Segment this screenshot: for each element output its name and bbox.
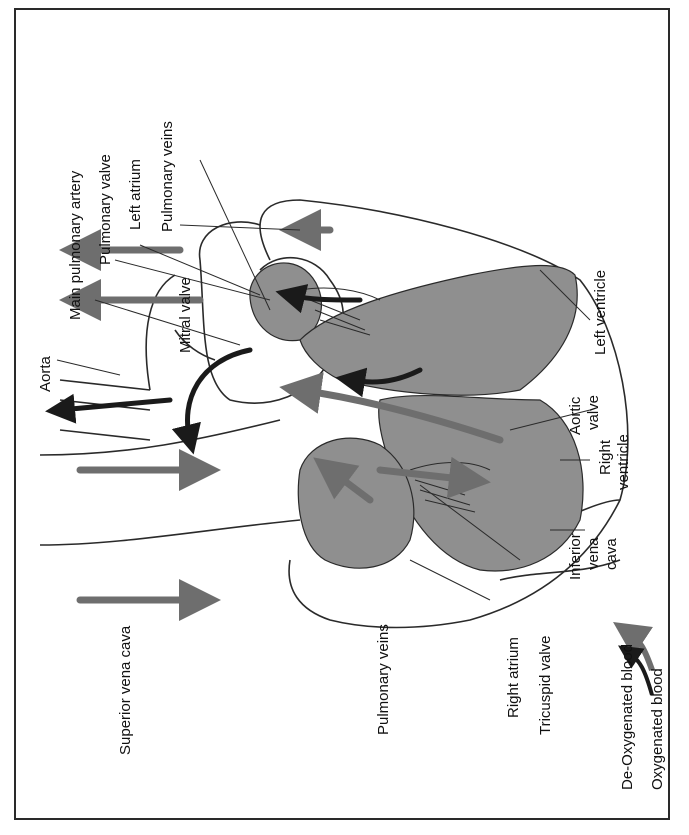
leader-line [180,225,300,230]
leader-line [95,300,240,345]
label-inferior-vena-cava-line3: cava [603,538,620,570]
aorta-branch [60,430,150,440]
label-right-ventricle-line1: Right [597,439,614,475]
aorta-branch [60,380,150,390]
label-right-atrium: Right atrium [505,637,522,718]
label-pulmonary-veins-bottom: Pulmonary veins [375,624,392,735]
label-inferior-vena-cava-line2: vena [585,537,602,570]
superior-vena-cava-wall [40,520,300,545]
label-left-ventricle: Left ventricle [592,270,609,355]
flow-arrow [188,350,251,440]
legend-deoxygenated-label: De-Oxygenated blood [619,644,636,790]
leader-line [57,360,120,375]
label-main-pulmonary-artery: Main pulmonary artery [67,170,84,320]
label-pulmonary-valve: Pulmonary valve [97,154,114,265]
superior-vena-cava-vessel [40,420,280,455]
label-inferior-vena-cava-line1: Inferior [567,533,584,580]
label-right-ventricle-line2: ventricle [615,434,632,490]
label-mitral-valve: Mitral valve [177,277,194,353]
legend-oxygenated-label: Oxygenated blood [649,668,666,790]
label-tricuspid-valve: Tricuspid valve [537,636,554,735]
label-aorta: Aorta [37,355,54,392]
leader-line [200,160,270,310]
legend: De-Oxygenated blood Oxygenated blood [619,632,666,790]
label-left-atrium: Left atrium [127,159,144,230]
label-pulmonary-veins-top: Pulmonary veins [159,121,176,232]
label-aortic-valve-line1: Aortic [567,396,584,435]
left-atrium-chamber [250,263,322,341]
aortic-arch [146,275,175,390]
label-aortic-valve-line2: valve [585,395,602,430]
label-superior-vena-cava: Superior vena cava [117,625,134,755]
flow-arrow [290,295,360,300]
left-ventricle-chamber [300,266,577,396]
